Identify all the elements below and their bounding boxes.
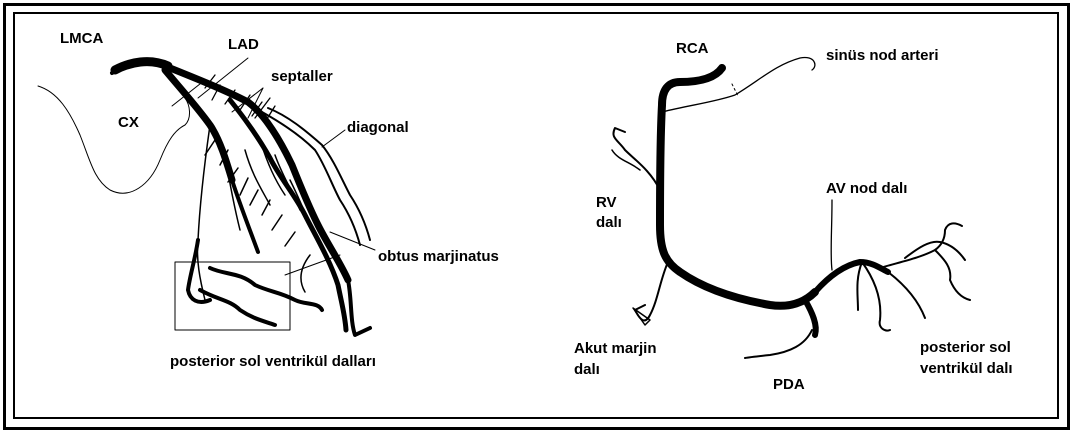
lad-label: LAD (228, 36, 259, 54)
posterior-sol-label-line1: posterior sol (920, 339, 1011, 357)
heart-outline-left (38, 86, 190, 193)
right-coronary-tree (612, 57, 970, 358)
pda-branch (745, 330, 812, 358)
sinus-nod-arteri-label: sinüs nod arteri (826, 47, 939, 65)
posterior-sol-label-line2: ventrikül dalı (920, 360, 1013, 378)
lad-distal (348, 280, 370, 335)
lmca-label: LMCA (60, 30, 103, 48)
rca-label: RCA (676, 40, 709, 58)
cx-branch (232, 180, 258, 252)
cx-label: CX (118, 114, 139, 132)
septaller-label: septaller (271, 68, 333, 86)
akut-marjin-branch (635, 262, 668, 320)
left-coronary-tree (38, 58, 375, 335)
akut-marjin-label-line1: Akut marjin (574, 340, 657, 358)
av-nod-pointer (831, 200, 832, 270)
rca-origin (662, 68, 722, 105)
rca-distal (815, 262, 888, 292)
sinus-nod-dotted (732, 84, 738, 96)
pda-vessel (805, 300, 816, 335)
pda-label: PDA (773, 376, 805, 394)
rca-main (660, 105, 815, 306)
rv-dali-label-line1: RV (596, 194, 617, 212)
obtus-line (301, 255, 310, 292)
obtus-marjinatus-label: obtus marjinatus (378, 248, 499, 266)
akut-marjin-small (633, 308, 650, 325)
diagonal-label: diagonal (347, 119, 409, 137)
posterior-sol-ventrikul-dallari-label: posterior sol ventrikül dalları (170, 353, 376, 371)
cx-side-branches (197, 125, 312, 300)
diagonal-pointer (322, 130, 345, 147)
akut-marjin-label-line2: dalı (574, 361, 600, 379)
av-nod-dali-label: AV nod dalı (826, 180, 907, 198)
rv-dali-label-line2: dalı (596, 214, 622, 232)
posterior-lv-branches (857, 223, 970, 330)
